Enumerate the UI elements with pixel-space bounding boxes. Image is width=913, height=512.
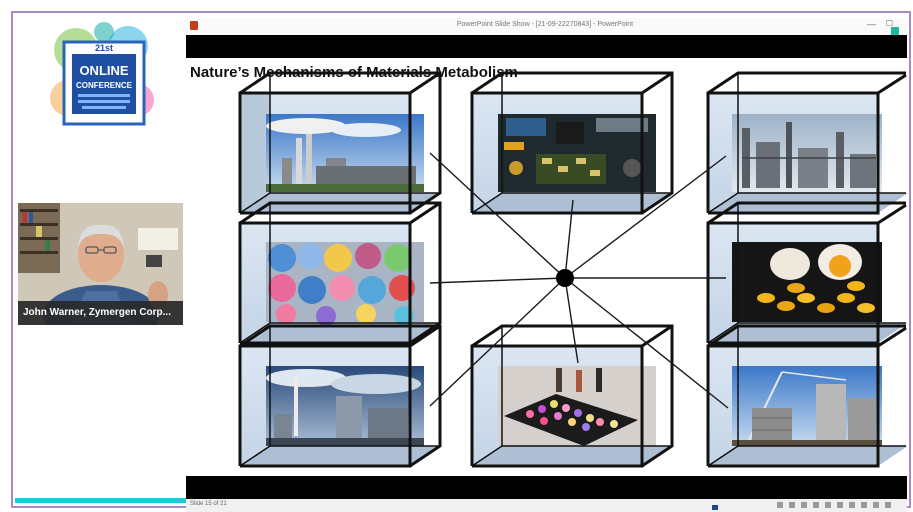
box-refinery: [706, 71, 907, 215]
slide-bottom-band: [186, 476, 907, 499]
maximize-icon[interactable]: ☐: [885, 19, 893, 28]
window-corner-marker: [891, 27, 899, 35]
minimize-icon[interactable]: —: [867, 19, 876, 29]
active-speaker-bar: [15, 498, 186, 503]
status-bar-controls-icon[interactable]: [777, 502, 897, 508]
spoke-cosmetics: [564, 277, 579, 364]
box-circuit-board: [470, 71, 674, 215]
metabolism-diagram: [238, 71, 907, 468]
spoke-factory: [429, 277, 566, 407]
participant-video-tile[interactable]: John Warner, Zymergen Corp...: [18, 203, 183, 325]
powerpoint-title-bar: PowerPoint Slide Show - [21-09-22270843]…: [183, 18, 907, 35]
box-capsules: [706, 201, 907, 345]
hub-spokes: [429, 152, 729, 409]
box-factory: [238, 324, 442, 468]
participant-name-label: John Warner, Zymergen Corp...: [18, 301, 183, 325]
powerpoint-status-bar: Slide 15 of 21: [186, 499, 907, 512]
slide-top-band: [186, 35, 907, 58]
capsules-photo: [732, 242, 882, 322]
svg-text:21st: 21st: [95, 43, 113, 53]
spoke-textiles: [429, 277, 566, 284]
box-cosmetics: [470, 324, 674, 468]
powerpoint-icon: [190, 21, 198, 30]
window-title: PowerPoint Slide Show - [21-09-22270843]…: [456, 21, 634, 28]
taskbar-marker: [712, 505, 718, 510]
circuit-board-photo: [498, 114, 656, 192]
box-construction: [706, 324, 907, 468]
factory-photo: [266, 366, 424, 446]
logo-line-1: ONLINE: [79, 63, 128, 78]
conference-logo: 21st ONLINE CONFERENCE: [46, 20, 162, 132]
cosmetics-photo: [498, 366, 656, 446]
power-plant-photo: [266, 114, 424, 192]
central-hub-node: [556, 269, 574, 287]
spoke-refinery: [564, 155, 727, 279]
textiles-photo: [266, 242, 424, 326]
construction-photo: [732, 366, 882, 447]
spoke-construction: [564, 277, 729, 409]
spoke-circuit-board: [564, 199, 574, 279]
box-textiles: [238, 201, 442, 345]
slide-counter: Slide 15 of 21: [190, 501, 227, 507]
logo-line-2: CONFERENCE: [76, 81, 133, 90]
box-power-plant: [238, 71, 442, 215]
slide-canvas[interactable]: Nature’s Mechanisms of Materials Metabol…: [186, 58, 907, 476]
spoke-power-plant: [429, 152, 566, 279]
refinery-photo: [732, 114, 882, 192]
